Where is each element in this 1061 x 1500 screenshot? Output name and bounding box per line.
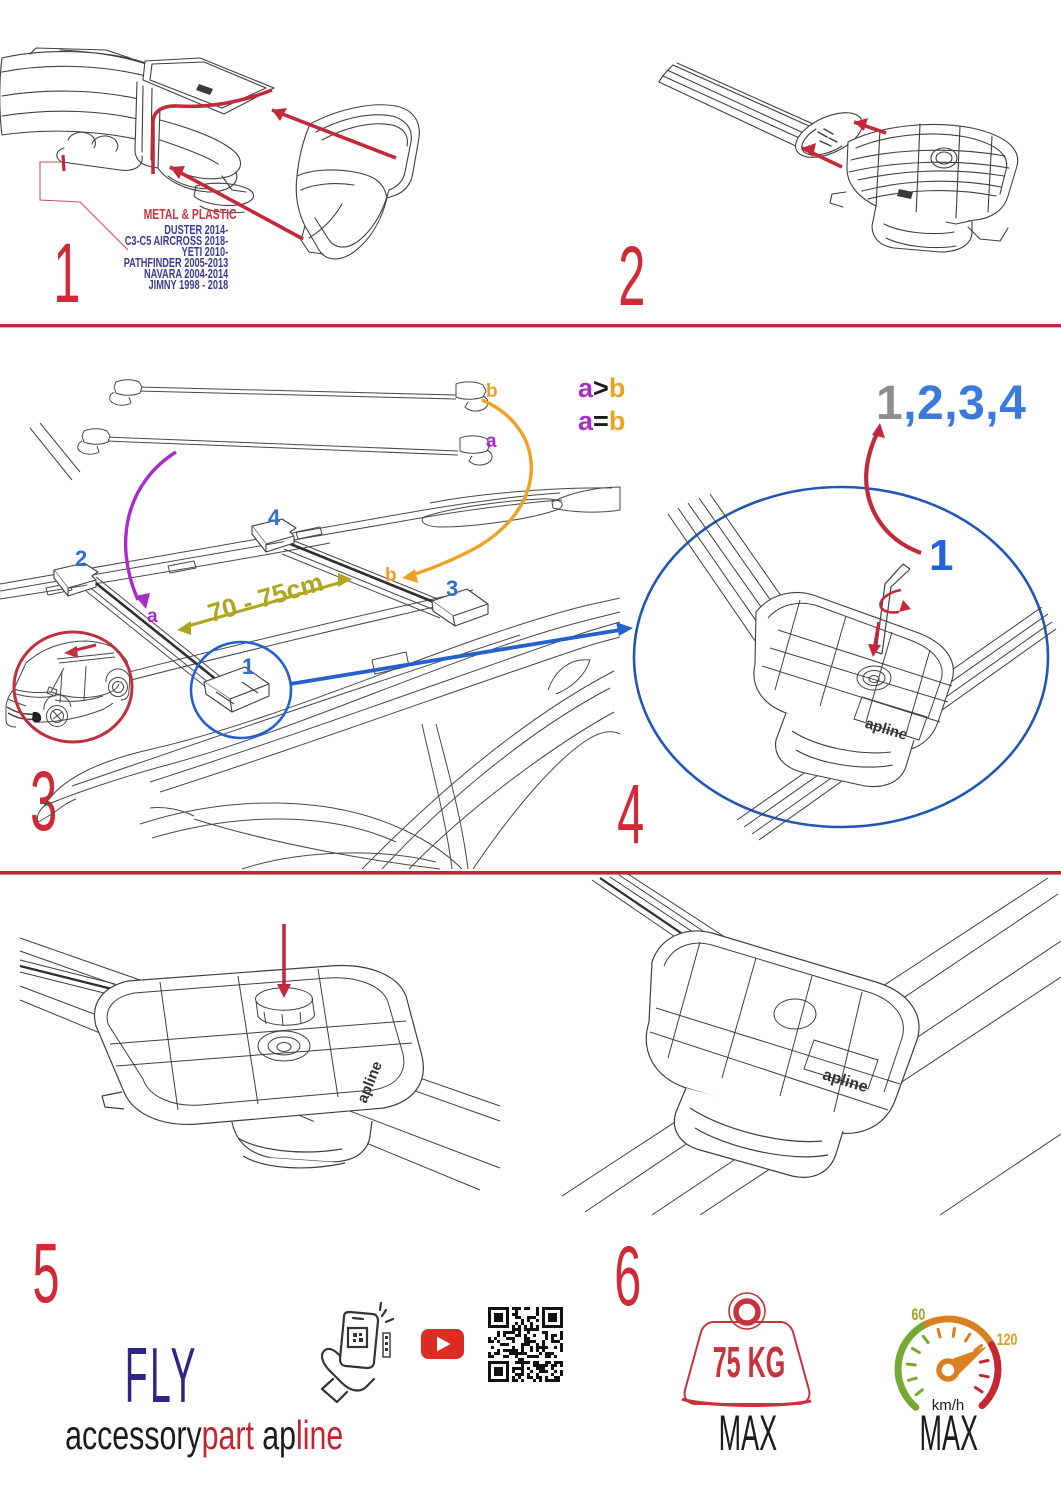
svg-text:YETI 2010-: YETI 2010- [182, 246, 229, 260]
svg-text:NAVARA 2004-2014: NAVARA 2004-2014 [144, 268, 229, 282]
svg-text:2: 2 [618, 229, 645, 323]
svg-text:1: 1 [929, 531, 953, 580]
svg-text:5: 5 [32, 1226, 59, 1320]
svg-text:MAX: MAX [719, 1405, 778, 1461]
svg-text:60: 60 [911, 1306, 925, 1324]
svg-text:1: 1 [53, 226, 80, 320]
svg-text:METAL & PLASTIC: METAL & PLASTIC [144, 206, 237, 222]
svg-text:C3-C5 AIRCROSS 2018-: C3-C5 AIRCROSS 2018- [125, 235, 229, 249]
svg-text:4: 4 [268, 505, 281, 530]
svg-text:120: 120 [997, 1331, 1018, 1349]
svg-text:a>b: a>b [578, 373, 625, 403]
svg-text:a: a [486, 431, 497, 452]
svg-text:PATHFINDER 2005-2013: PATHFINDER 2005-2013 [124, 257, 229, 271]
svg-text:1,2,3,4: 1,2,3,4 [876, 377, 1026, 430]
svg-text:1: 1 [242, 654, 254, 679]
svg-text:75 KG: 75 KG [713, 1338, 785, 1387]
svg-text:3: 3 [30, 754, 57, 848]
svg-text:4: 4 [617, 767, 644, 861]
svg-text:JIMNY 1998 - 2018: JIMNY 1998 - 2018 [149, 279, 229, 293]
svg-text:MAX: MAX [920, 1405, 979, 1461]
svg-text:a=b: a=b [578, 406, 625, 436]
svg-text:accessorypart apline: accessorypart apline [65, 1411, 343, 1458]
svg-text:b: b [385, 565, 397, 586]
svg-text:6: 6 [614, 1229, 641, 1323]
svg-text:FLY: FLY [125, 1332, 198, 1419]
svg-text:b: b [486, 381, 498, 402]
svg-text:3: 3 [446, 576, 458, 601]
svg-text:DUSTER 2014-: DUSTER 2014- [164, 224, 228, 238]
svg-text:2: 2 [75, 546, 87, 571]
svg-text:km/h: km/h [932, 1397, 965, 1414]
svg-text:a: a [147, 606, 158, 627]
